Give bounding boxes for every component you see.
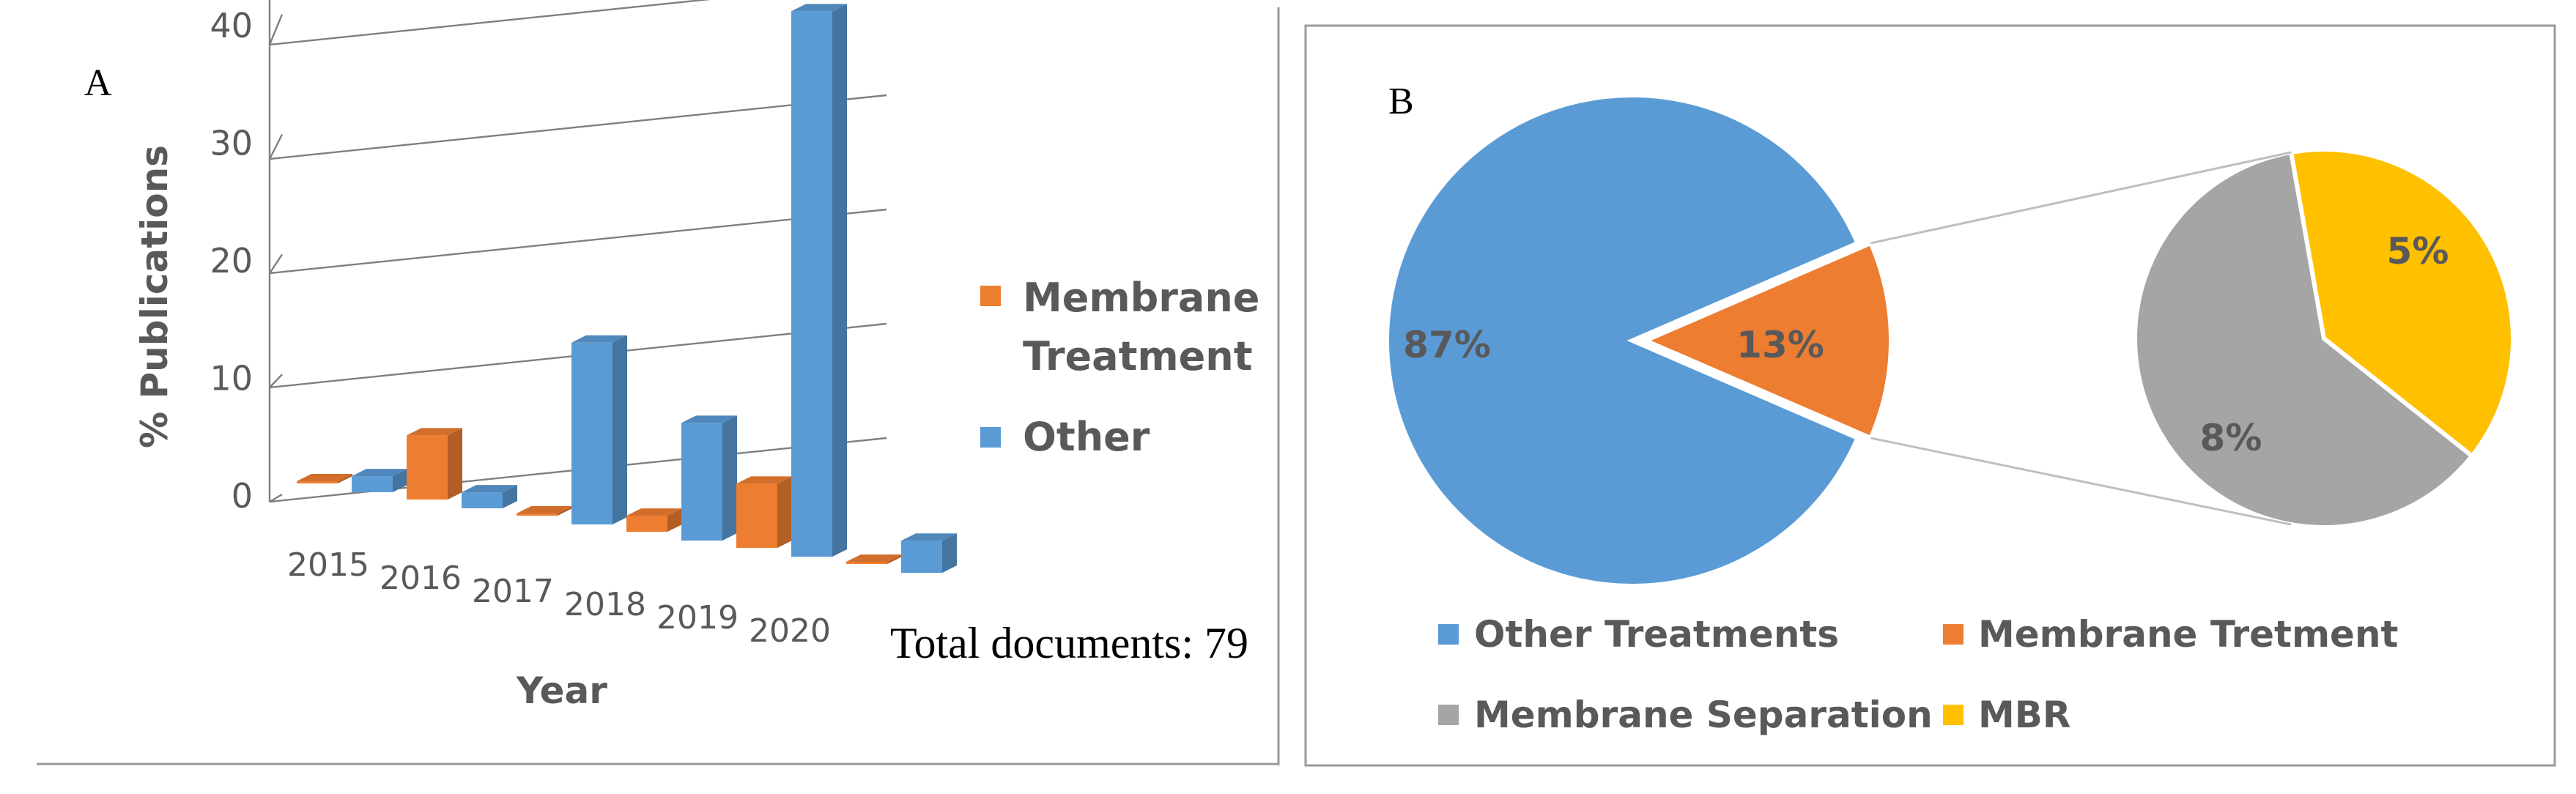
x-tick-label: 2018 (564, 586, 646, 623)
pie-slice-other-treatments (1385, 93, 1861, 588)
legend-label-mbr: MBR (1978, 694, 2070, 736)
connector-line-top (1870, 151, 2292, 245)
pie-label-other-treatments: 87% (1403, 324, 1491, 366)
x-tick-label: 2016 (380, 560, 462, 597)
gridline-side (269, 253, 283, 274)
gridline (269, 94, 887, 160)
panel-b-letter: B (1388, 81, 1414, 122)
chart-a-gridlines (268, 0, 887, 503)
chart-a-y-axis-title: % Publications (133, 145, 176, 448)
legend-swatch-membrane-separation (1438, 705, 1459, 725)
gridline-side (269, 493, 283, 503)
x-tick-label: 2020 (749, 612, 831, 650)
chart-b-pies: 87% 13% 8% 5% (1385, 93, 2515, 588)
bar-other-2016 (462, 485, 517, 508)
chart-a-x-ticks: 2015 2016 2017 2018 2019 2020 (287, 546, 831, 650)
chart-a-x-axis-title: Year (516, 669, 607, 712)
total-documents-note: Total documents: 79 (890, 619, 1248, 667)
bar-membrane-treatment-2015 (297, 474, 352, 483)
panel-a-letter: A (84, 62, 112, 104)
y-tick-label: 0 (232, 476, 253, 516)
gridline-side (269, 374, 283, 388)
bar-other-2017 (571, 335, 627, 524)
legend-swatch-other-treatments (1438, 624, 1459, 645)
legend-label-membrane-tretment: Membrane Tretment (1978, 613, 2398, 656)
pie-slice-membrane-separation (2133, 149, 2476, 530)
pie-label-membrane-tretment: 13% (1736, 324, 1824, 366)
legend-label-other-treatments: Other Treatments (1474, 613, 1839, 656)
y-tick-label: 40 (210, 6, 253, 45)
legend-label-membrane-treatment-line2: Treatment (1023, 333, 1253, 379)
gridline-side (268, 14, 284, 45)
x-tick-label: 2015 (287, 546, 369, 584)
y-tick-label: 20 (210, 241, 253, 281)
bar-membrane-treatment-2020 (846, 554, 902, 564)
y-tick-label: 10 (210, 359, 253, 398)
legend-swatch-other (980, 427, 1001, 448)
legend-swatch-membrane-treatment (980, 286, 1001, 306)
bar-membrane-treatment-2017 (517, 506, 572, 516)
chart-a-bars (297, 4, 957, 573)
legend-swatch-membrane-tretment (1943, 624, 1964, 645)
pie-label-membrane-separation: 8% (2200, 417, 2262, 459)
gridline (269, 0, 711, 46)
connector-line-bottom (1870, 437, 2292, 526)
x-tick-label: 2017 (472, 573, 554, 610)
legend-label-other: Other (1023, 414, 1150, 460)
gridline-side (268, 134, 284, 160)
legend-label-membrane-treatment-line1: Membrane (1023, 275, 1259, 321)
bar-other-2020 (901, 533, 957, 573)
gridline (269, 208, 887, 275)
pie-slice-membrane-tretment (1640, 240, 1894, 441)
legend-label-membrane-separation: Membrane Separation (1474, 694, 1933, 736)
y-tick-label: 30 (210, 124, 253, 163)
legend-swatch-mbr (1943, 705, 1964, 725)
bar-other-2015 (352, 469, 407, 492)
bar-other-2019 (791, 4, 847, 557)
x-tick-label: 2019 (656, 599, 739, 637)
bar-other-2018 (681, 415, 737, 541)
pie-label-mbr: 5% (2387, 230, 2449, 272)
pie-slice-mbr (2288, 147, 2515, 459)
chart-a-y-ticks: 0102030405060 (210, 6, 253, 516)
bar-membrane-treatment-2018 (626, 508, 682, 532)
bar-membrane-treatment-2019 (736, 476, 792, 548)
bar-membrane-treatment-2016 (407, 428, 462, 500)
panel-b-frame (1304, 24, 2556, 767)
